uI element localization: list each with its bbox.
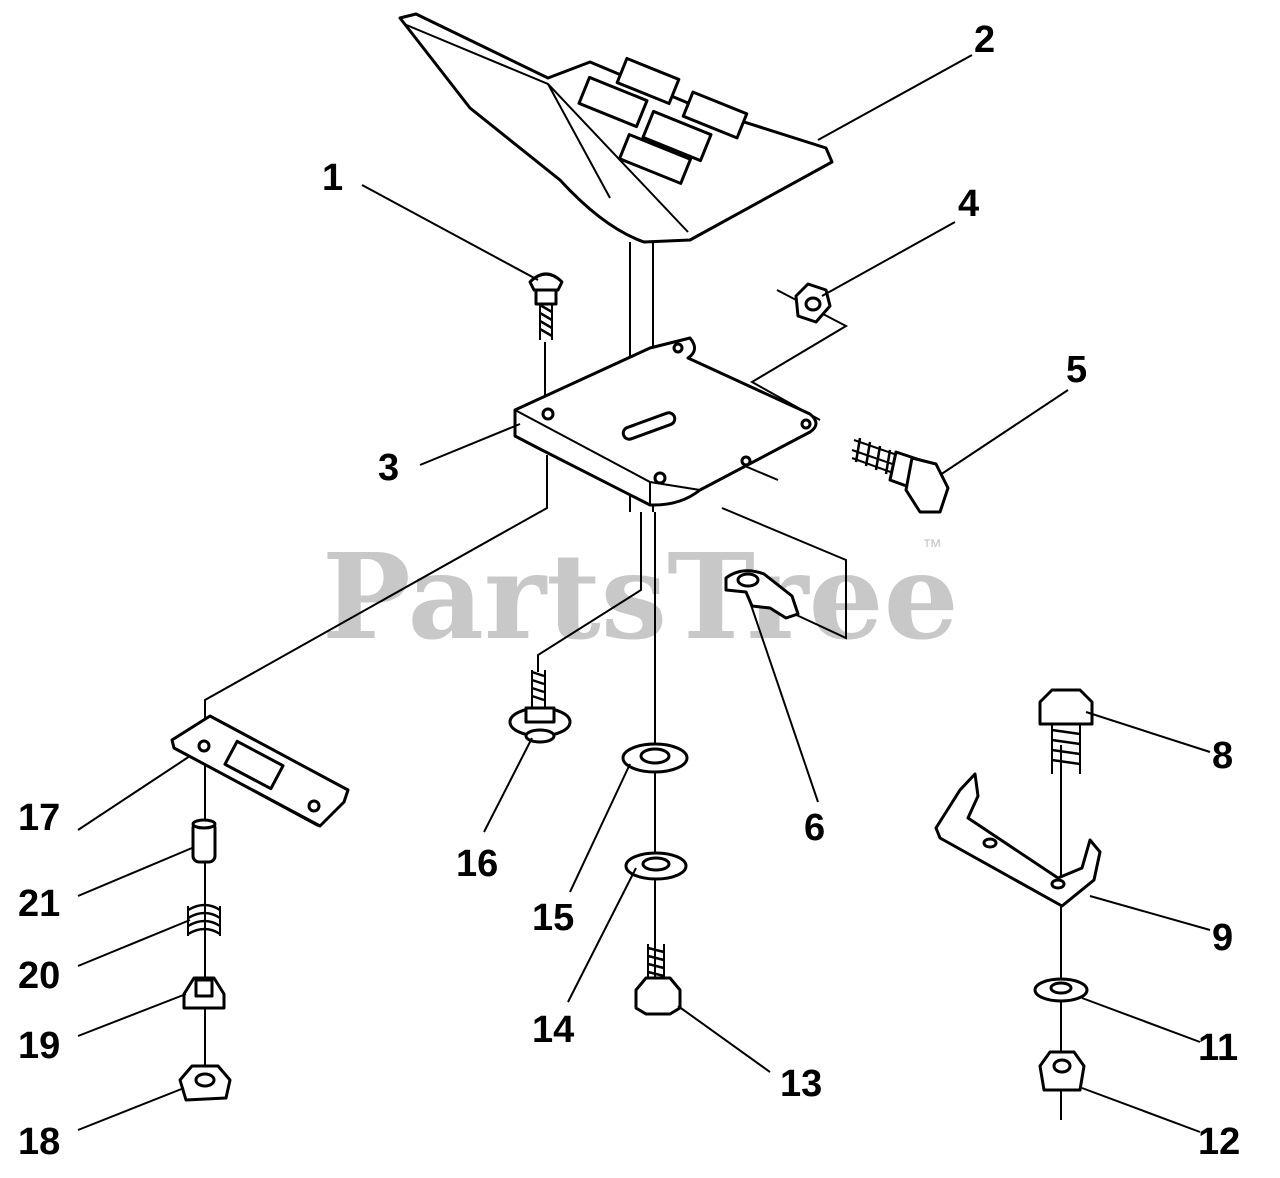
callout-13: 13 (780, 1063, 822, 1105)
washer-right-part (1033, 977, 1089, 1003)
bolt-right-part (1038, 688, 1094, 774)
callout-9: 9 (1212, 917, 1233, 959)
callout-4: 4 (958, 183, 979, 225)
spacer-part (182, 976, 226, 1010)
callout-5: 5 (1066, 349, 1087, 391)
callout-12: 12 (1198, 1121, 1240, 1163)
callout-6: 6 (804, 807, 825, 849)
callout-21: 21 (18, 883, 60, 925)
latch-plate-part (170, 714, 350, 828)
callout-8: 8 (1212, 735, 1233, 777)
callout-3: 3 (378, 447, 399, 489)
seat-bracket-part (513, 336, 818, 507)
leader-lines (77, 54, 1211, 1133)
callout-18: 18 (18, 1121, 60, 1163)
callout-16: 16 (456, 843, 498, 885)
callout-2: 2 (974, 19, 995, 61)
hex-bolt-part (851, 437, 950, 514)
callout-11: 11 (1198, 1027, 1238, 1069)
callout-1: 1 (322, 157, 343, 199)
carriage-bolt-part (528, 272, 564, 340)
hex-cap-screw-part (634, 944, 682, 1016)
seat-part (398, 12, 834, 244)
lock-washer-part (624, 851, 688, 881)
callout-17: 17 (18, 797, 60, 839)
nut-part (794, 282, 832, 324)
callouts: 1 2 3 4 5 6 8 9 11 12 13 14 15 16 17 18 … (18, 19, 1240, 1163)
lock-nut-part (1038, 1050, 1086, 1092)
callout-20: 20 (18, 955, 60, 997)
watermark-trademark: ™ (922, 536, 942, 558)
bracket-part (934, 772, 1102, 908)
flange-nut-part (178, 1064, 232, 1102)
callout-19: 19 (18, 1025, 60, 1067)
pin-part (191, 818, 217, 864)
callout-15: 15 (532, 897, 574, 939)
flange-bolt-part (508, 670, 572, 744)
callout-14: 14 (532, 1009, 574, 1051)
flat-washer-part (621, 742, 689, 774)
